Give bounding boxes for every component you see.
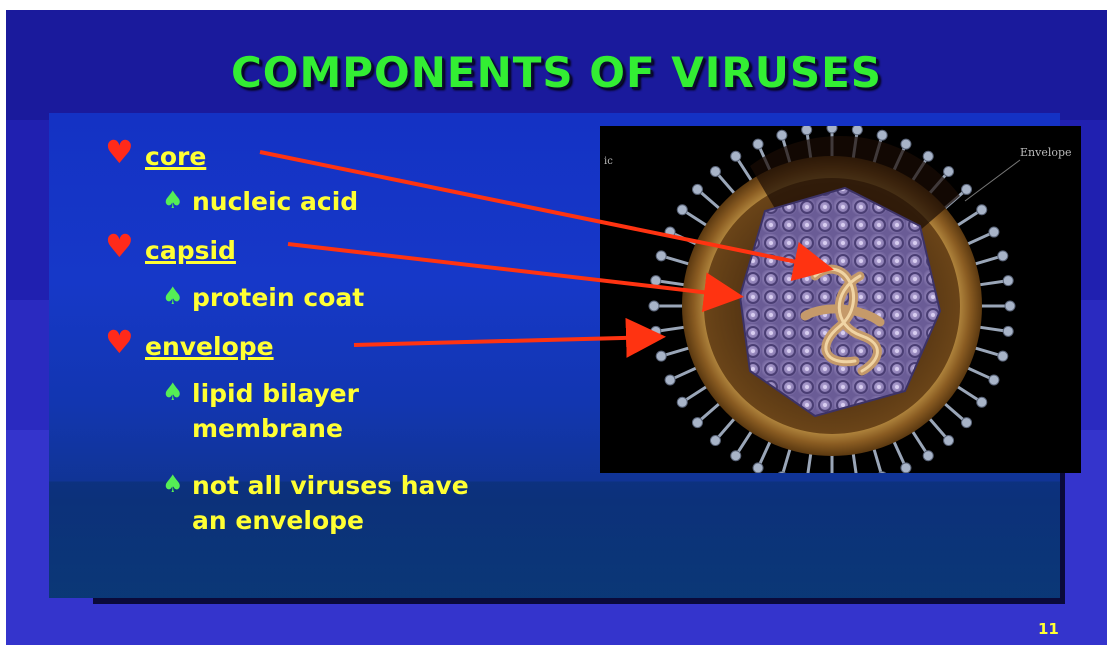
spike-head [901,139,911,149]
heart-bullet-icon: ♥ [105,227,134,265]
spike-head [877,130,887,140]
spike-head [923,451,933,461]
spike-head [1003,326,1013,336]
spike-head [651,326,661,336]
spike-head [1003,276,1013,286]
spike-head [677,397,687,407]
spike-head [998,251,1008,261]
label-leader-line [965,160,1020,201]
virus-illustration: Envelope ic [600,126,1081,473]
spike-head [753,463,763,473]
spike-head [777,130,787,140]
label-left: ic [604,156,613,167]
spike-head [989,227,999,237]
spike [874,448,882,473]
sub-bullet-line: lipid bilayer [192,379,359,408]
spade-bullet-icon: ♠ [162,467,184,502]
spike-head [962,418,972,428]
spade-bullet-icon: ♠ [162,375,184,410]
sub-bullet-protein-coat: ♠ protein coat [192,280,364,315]
sub-bullet-label: nucleic acid [192,187,358,216]
spade-bullet-icon: ♠ [162,183,184,218]
spike-head [731,451,741,461]
spike-head [692,184,702,194]
spike-head [827,126,837,133]
virus-diagram: Envelope ic [600,126,1081,473]
sub-bullet-lipid-bilayer: ♠ lipid bilayer membrane [192,376,359,446]
spike-head [901,463,911,473]
page-number: 11 [1038,620,1059,638]
spike-head [665,227,675,237]
spike-head [710,436,720,446]
spike-head [656,351,666,361]
bullet-envelope: ♥ envelope [145,332,274,361]
spike-head [777,472,787,473]
spike-head [656,251,666,261]
sub-bullet-line: not all viruses have [192,471,469,500]
spike-head [977,205,987,215]
sub-bullet-line: membrane [192,414,343,443]
sub-bullet-label: protein coat [192,283,364,312]
spike-head [852,126,862,135]
spike-head [923,151,933,161]
slide-title: COMPONENTS OF VIRUSES [6,48,1107,97]
spike-head [877,472,887,473]
spike-head [977,397,987,407]
sub-bullet-line: an envelope [192,506,364,535]
spike-head [944,166,954,176]
spike-head [1005,301,1015,311]
spike-head [962,184,972,194]
heart-bullet-icon: ♥ [105,323,134,361]
heart-bullet-icon: ♥ [105,133,134,171]
spike-head [649,301,659,311]
spike-head [665,375,675,385]
sub-bullet-not-all-viruses: ♠ not all viruses have an envelope [192,468,469,538]
spike-head [802,126,812,135]
spike-head [710,166,720,176]
spade-bullet-icon: ♠ [162,279,184,314]
spike-head [753,139,763,149]
spike-head [692,418,702,428]
spike-head [989,375,999,385]
spike [853,452,857,473]
label-right: Envelope [1020,146,1072,159]
spike-head [677,205,687,215]
spike-head [651,276,661,286]
bullet-label: envelope [145,332,274,361]
spike [807,452,811,473]
bullet-capsid: ♥ capsid [145,236,236,265]
bullet-core: ♥ core [145,142,206,171]
spike-head [731,151,741,161]
spike [782,448,790,473]
spike-head [998,351,1008,361]
sub-bullet-nucleic-acid: ♠ nucleic acid [192,184,358,219]
bullet-label: core [145,142,206,171]
spike-head [944,436,954,446]
bullet-label: capsid [145,236,236,265]
